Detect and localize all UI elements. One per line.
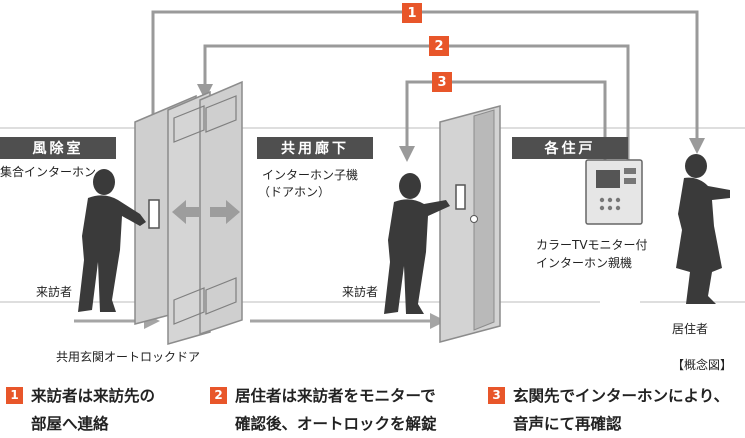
step-1-caption-badge: 1 [6,386,23,404]
step-1-caption: 1 来訪者は来訪先の 部屋へ連絡 [6,382,155,438]
door-intercom-label-line1: インターホン子機 [262,168,359,182]
step-3-badge: 3 [432,72,452,92]
unit-door [439,105,501,343]
arrow-head-2 [197,84,213,100]
auto-lock-door [134,80,243,345]
door-intercom-label-line2: （ドアホン） [258,185,331,199]
step-3-caption-badge: 3 [488,386,505,404]
step-2-line2: 確認後、オートロックを解錠 [235,415,437,433]
visitor-mid-label: 来訪者 [342,285,379,299]
zone-tag-unit: 各住戸 [512,137,628,159]
step-3-line2: 音声にて再確認 [513,415,622,433]
monitor-label-line1: カラーTVモニター付 [536,238,648,252]
step-1-badge: 1 [402,3,422,23]
arrow-head-1 [689,138,705,154]
arrow-head-3 [399,146,415,162]
resident-silhouette [676,154,730,304]
step-3-line1: 玄関先でインターホンにより、 [513,387,730,405]
step-1-line1: 来訪者は来訪先の [31,387,156,405]
visitor-mid-silhouette [384,173,450,314]
step-2-caption: 2 居住者は来訪者をモニターで 確認後、オートロックを解錠 [210,382,437,438]
collective-intercom-label: 集合インターホン [0,165,97,179]
collective-intercom-panel [148,199,160,229]
zone-tag-windbreak: 風除室 [0,137,116,159]
walk-arrows [74,313,446,329]
resident-label: 居住者 [672,322,709,336]
door-open-arrow [172,200,200,224]
signal-lines [151,10,699,205]
concept-note: 【概念図】 [672,358,733,372]
step-2-badge: 2 [429,36,449,56]
monitor-label-line2: インターホン親機 [536,256,633,270]
door-intercom-handset [455,184,466,210]
monitor-unit [585,159,643,225]
step-3-caption: 3 玄関先でインターホンにより、 音声にて再確認 [488,382,729,438]
auto-lock-door-label: 共用玄関オートロックドア [56,350,201,364]
visitor-left-silhouette [78,169,146,312]
arrow-heads [197,84,705,162]
visitor-left-label: 来訪者 [36,285,73,299]
step-2-line1: 居住者は来訪者をモニターで [235,387,436,405]
step-1-line2: 部屋へ連絡 [31,415,109,433]
step-2-caption-badge: 2 [210,386,227,404]
zone-tag-corridor: 共用廊下 [257,137,373,159]
